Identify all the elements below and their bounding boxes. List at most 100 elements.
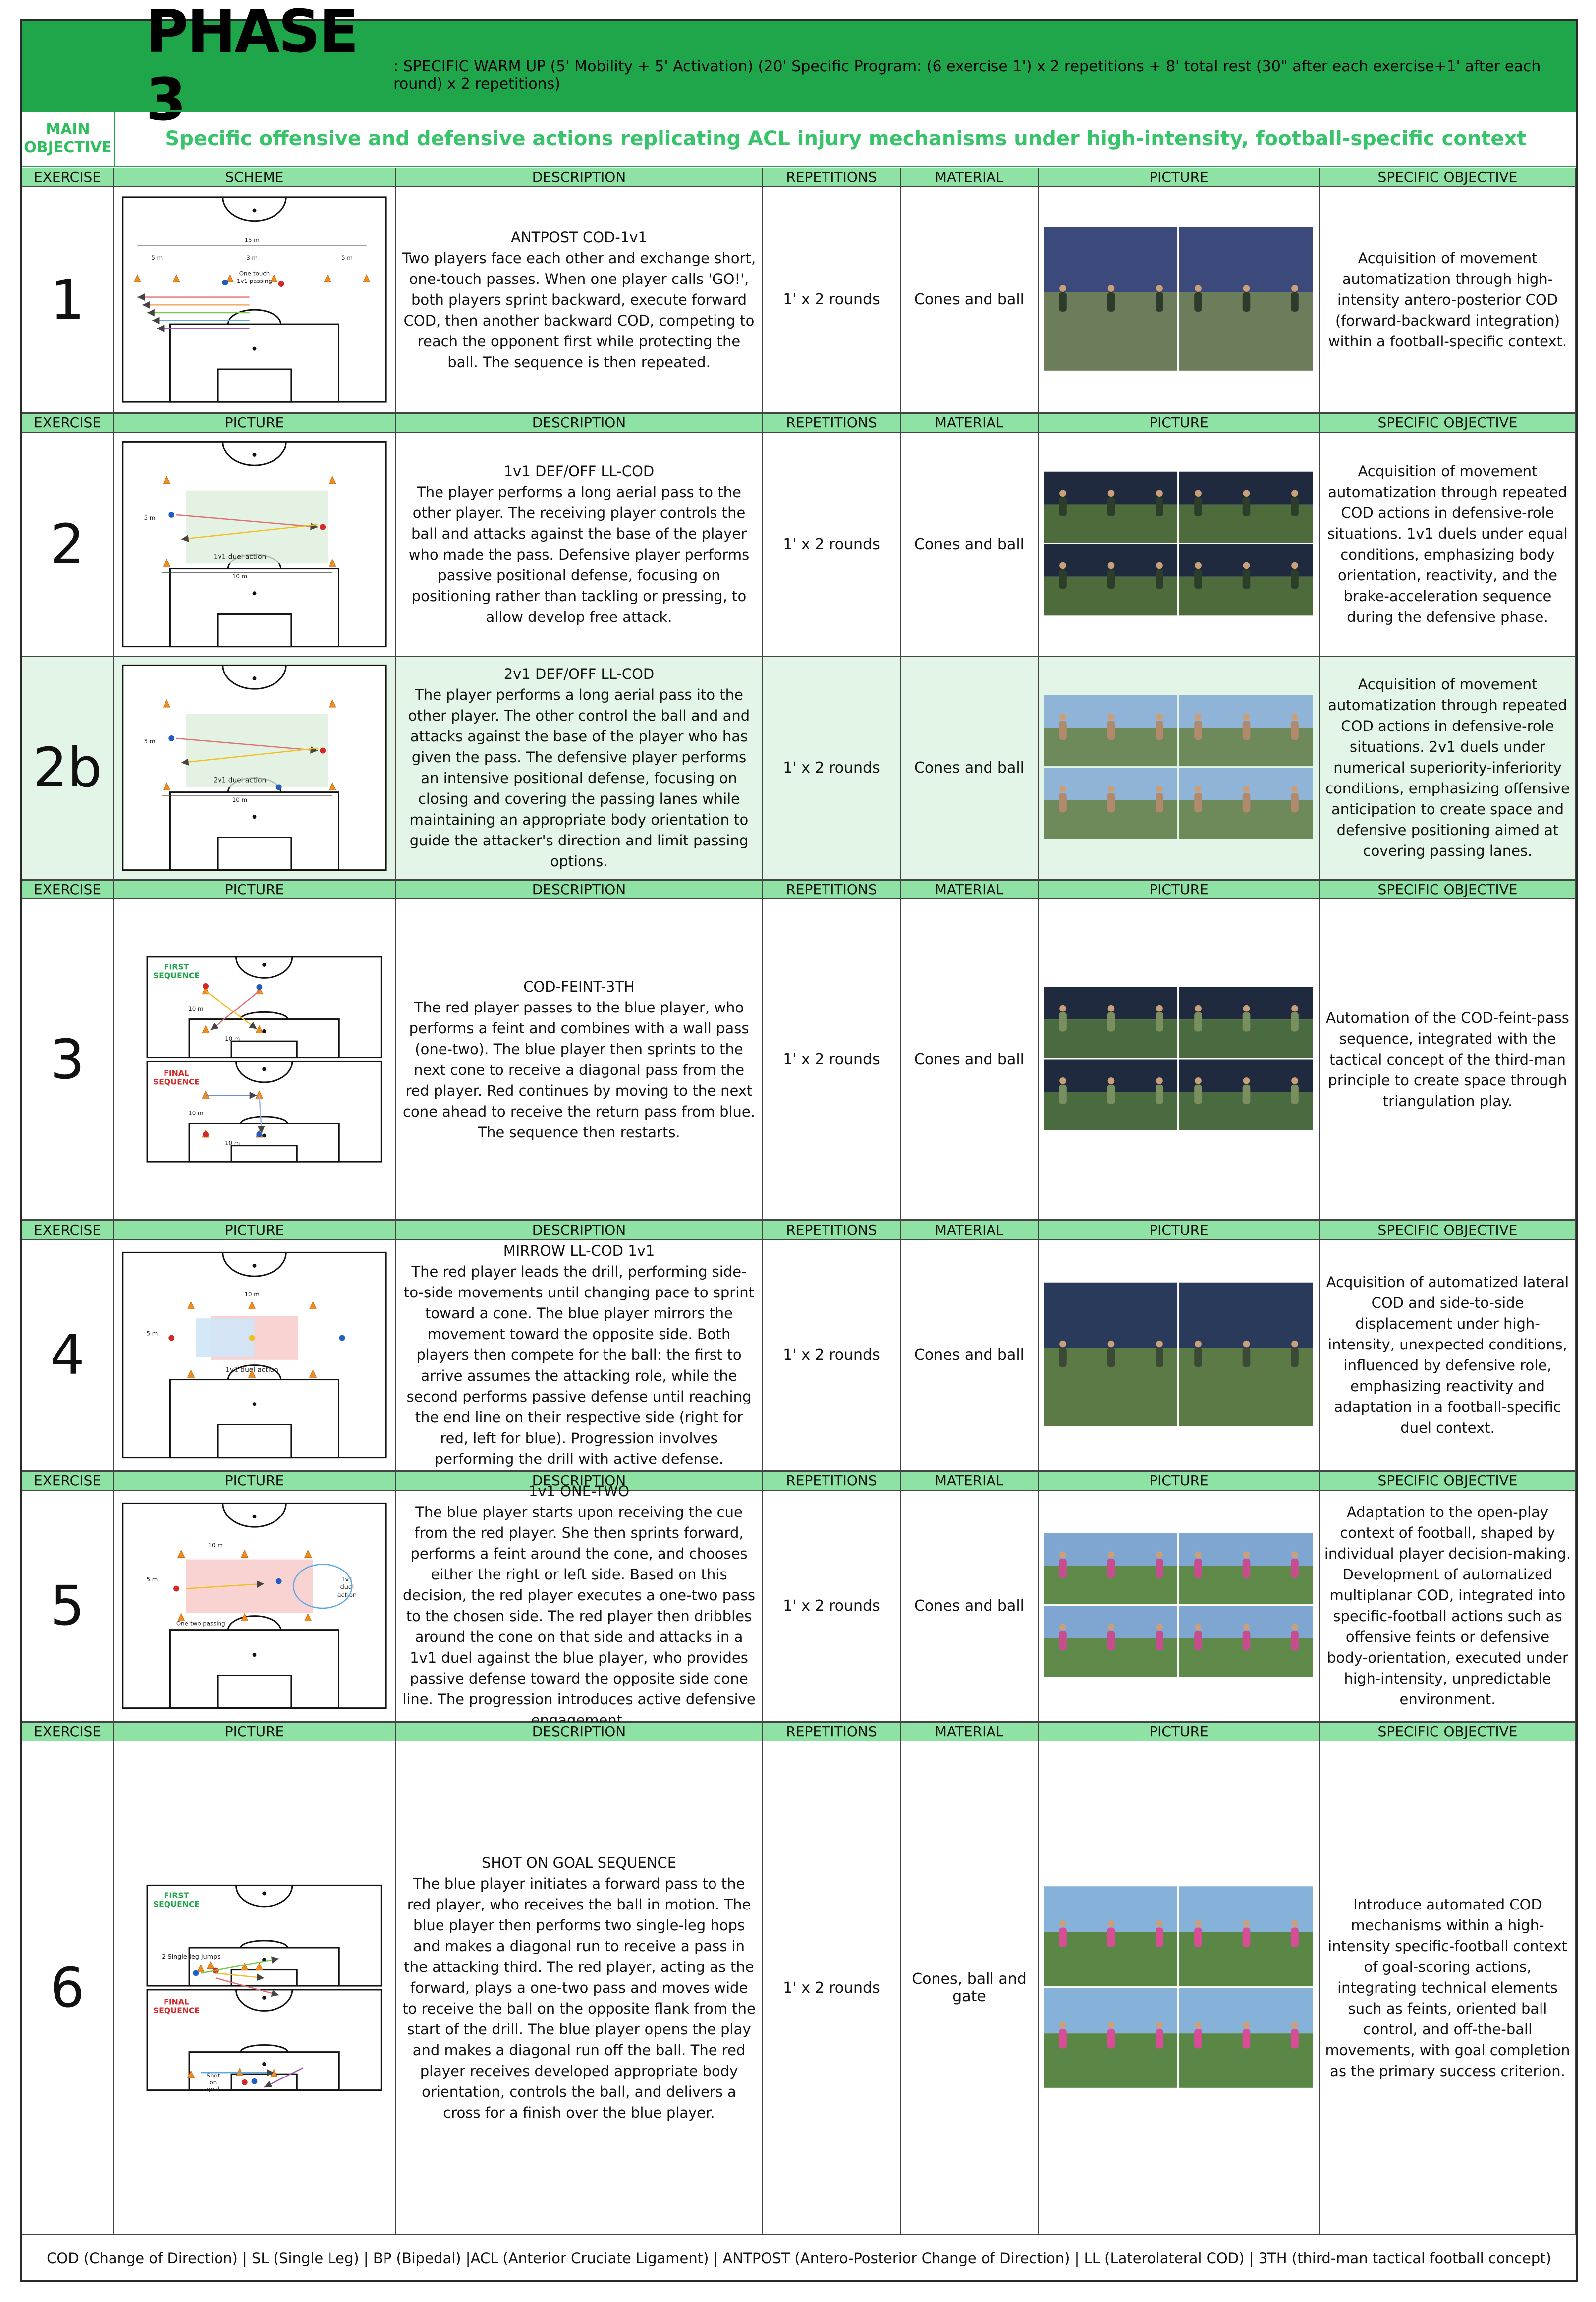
photo-frame — [1044, 1988, 1178, 2088]
player-figure — [1107, 497, 1115, 516]
exercise-picture — [1039, 433, 1320, 656]
red-player — [320, 747, 326, 754]
run-path — [292, 1564, 353, 1609]
duel-action-label: 2v1 duel action — [214, 777, 267, 785]
player-figure — [1156, 1927, 1163, 1947]
first-sequence-label: FIRST — [164, 1891, 189, 1900]
player-figure — [1156, 2029, 1163, 2049]
exercise-number-text: 4 — [50, 1323, 85, 1387]
exercise-objective: Adaptation to the open-play context of f… — [1320, 1491, 1576, 1721]
column-header: REPETITIONS — [763, 1472, 901, 1490]
exercise-picture — [1039, 899, 1320, 1219]
player-figure — [1059, 2029, 1067, 2049]
photo-frame — [1044, 544, 1178, 616]
red-player — [241, 2079, 248, 2085]
exercise-picture — [1039, 187, 1320, 412]
player-figure — [1156, 1012, 1163, 1032]
cone-marker — [163, 476, 171, 484]
exercise-title: 2v1 DEF/OFF LL-COD — [503, 666, 655, 682]
final-sequence-label: FINAL — [164, 1997, 189, 2006]
player-figure — [1194, 2029, 1202, 2049]
exercise-number-text: 3 — [50, 1027, 85, 1091]
photo-frame — [1179, 1886, 1313, 1987]
column-header: PICTURE — [1039, 168, 1320, 186]
player-figure — [1194, 1631, 1202, 1651]
shot-label: goal — [207, 2086, 219, 2093]
one-touch-label: One-touch — [239, 270, 270, 277]
exercise-title: ANTPOST COD-1v1 — [511, 228, 647, 246]
column-header: DESCRIPTION — [396, 1221, 763, 1239]
cone-marker — [309, 1301, 317, 1310]
material-text: Cones and ball — [914, 1051, 1024, 1068]
duel-action-label: 1v1 duel action — [214, 553, 267, 561]
player-figure — [1194, 1558, 1202, 1578]
photo-frame — [1044, 1282, 1178, 1426]
blue-player — [339, 1335, 345, 1341]
cone-marker — [329, 782, 336, 790]
cone-marker — [163, 559, 171, 567]
cone-marker — [187, 1369, 195, 1378]
column-header: EXERCISE — [22, 881, 114, 898]
distance-label-5m: 5 m — [144, 738, 156, 745]
column-header: SPECIFIC OBJECTIVE — [1320, 168, 1576, 186]
page-frame — [20, 19, 1578, 2282]
player-figure — [1156, 793, 1163, 813]
column-header: EXERCISE — [22, 1472, 114, 1490]
exercise-material: Cones and ball — [901, 1240, 1039, 1470]
player-figure — [1194, 1012, 1202, 1032]
player-figure — [1291, 569, 1299, 589]
player-figure — [1107, 1631, 1115, 1651]
ball — [249, 1335, 255, 1341]
exercise-number: 4 — [22, 1240, 114, 1470]
player-figure — [1156, 569, 1163, 589]
player-figure — [1291, 1012, 1299, 1032]
movement-arrow — [205, 990, 258, 1030]
cone-marker — [248, 1369, 256, 1378]
column-header: PICTURE — [114, 1723, 396, 1741]
distance-label: 10 m — [188, 1110, 203, 1117]
blue-player — [168, 735, 175, 741]
photo-frame — [1179, 1059, 1313, 1130]
exercise-number: 6 — [22, 1741, 114, 2234]
column-header: EXERCISE — [22, 414, 114, 432]
repetitions-text: 1' x 2 rounds — [783, 1979, 880, 1997]
photo-frame — [1179, 768, 1313, 839]
cone-marker — [187, 2070, 195, 2078]
column-header: PICTURE — [114, 1472, 396, 1490]
final-sequence-label-2: SEQUENCE — [153, 1077, 200, 1087]
player-figure — [1156, 720, 1163, 740]
exercise-number: 1 — [22, 187, 114, 412]
blue-player — [256, 984, 263, 990]
player-figure — [1107, 2029, 1115, 2049]
player-figure — [1242, 1348, 1251, 1367]
final-sequence-label: FINAL — [164, 1068, 189, 1078]
player-figure — [1107, 1558, 1115, 1578]
player-figure — [1059, 1084, 1067, 1104]
column-header: MATERIAL — [901, 414, 1039, 432]
repetitions-text: 1' x 2 rounds — [783, 535, 880, 553]
exercise-material: Cones and ball — [901, 899, 1039, 1219]
player-figure — [1107, 1348, 1115, 1367]
training-photo — [1044, 695, 1313, 839]
cone-marker — [304, 1549, 312, 1558]
repetitions-text: 1' x 2 rounds — [783, 1597, 880, 1615]
distance-label-10m: 10 m — [232, 573, 247, 580]
exercise-repetitions: 1' x 2 rounds — [763, 1491, 901, 1721]
distance-label: 10 m — [188, 1005, 203, 1012]
repetitions-text: 1' x 2 rounds — [783, 759, 880, 777]
exercise-number-text: 2b — [33, 736, 102, 799]
blue-direction-arrow — [196, 1318, 255, 1357]
player-figure — [1059, 1631, 1067, 1651]
objective-text: Acquisition of movement automatization t… — [1325, 676, 1570, 859]
